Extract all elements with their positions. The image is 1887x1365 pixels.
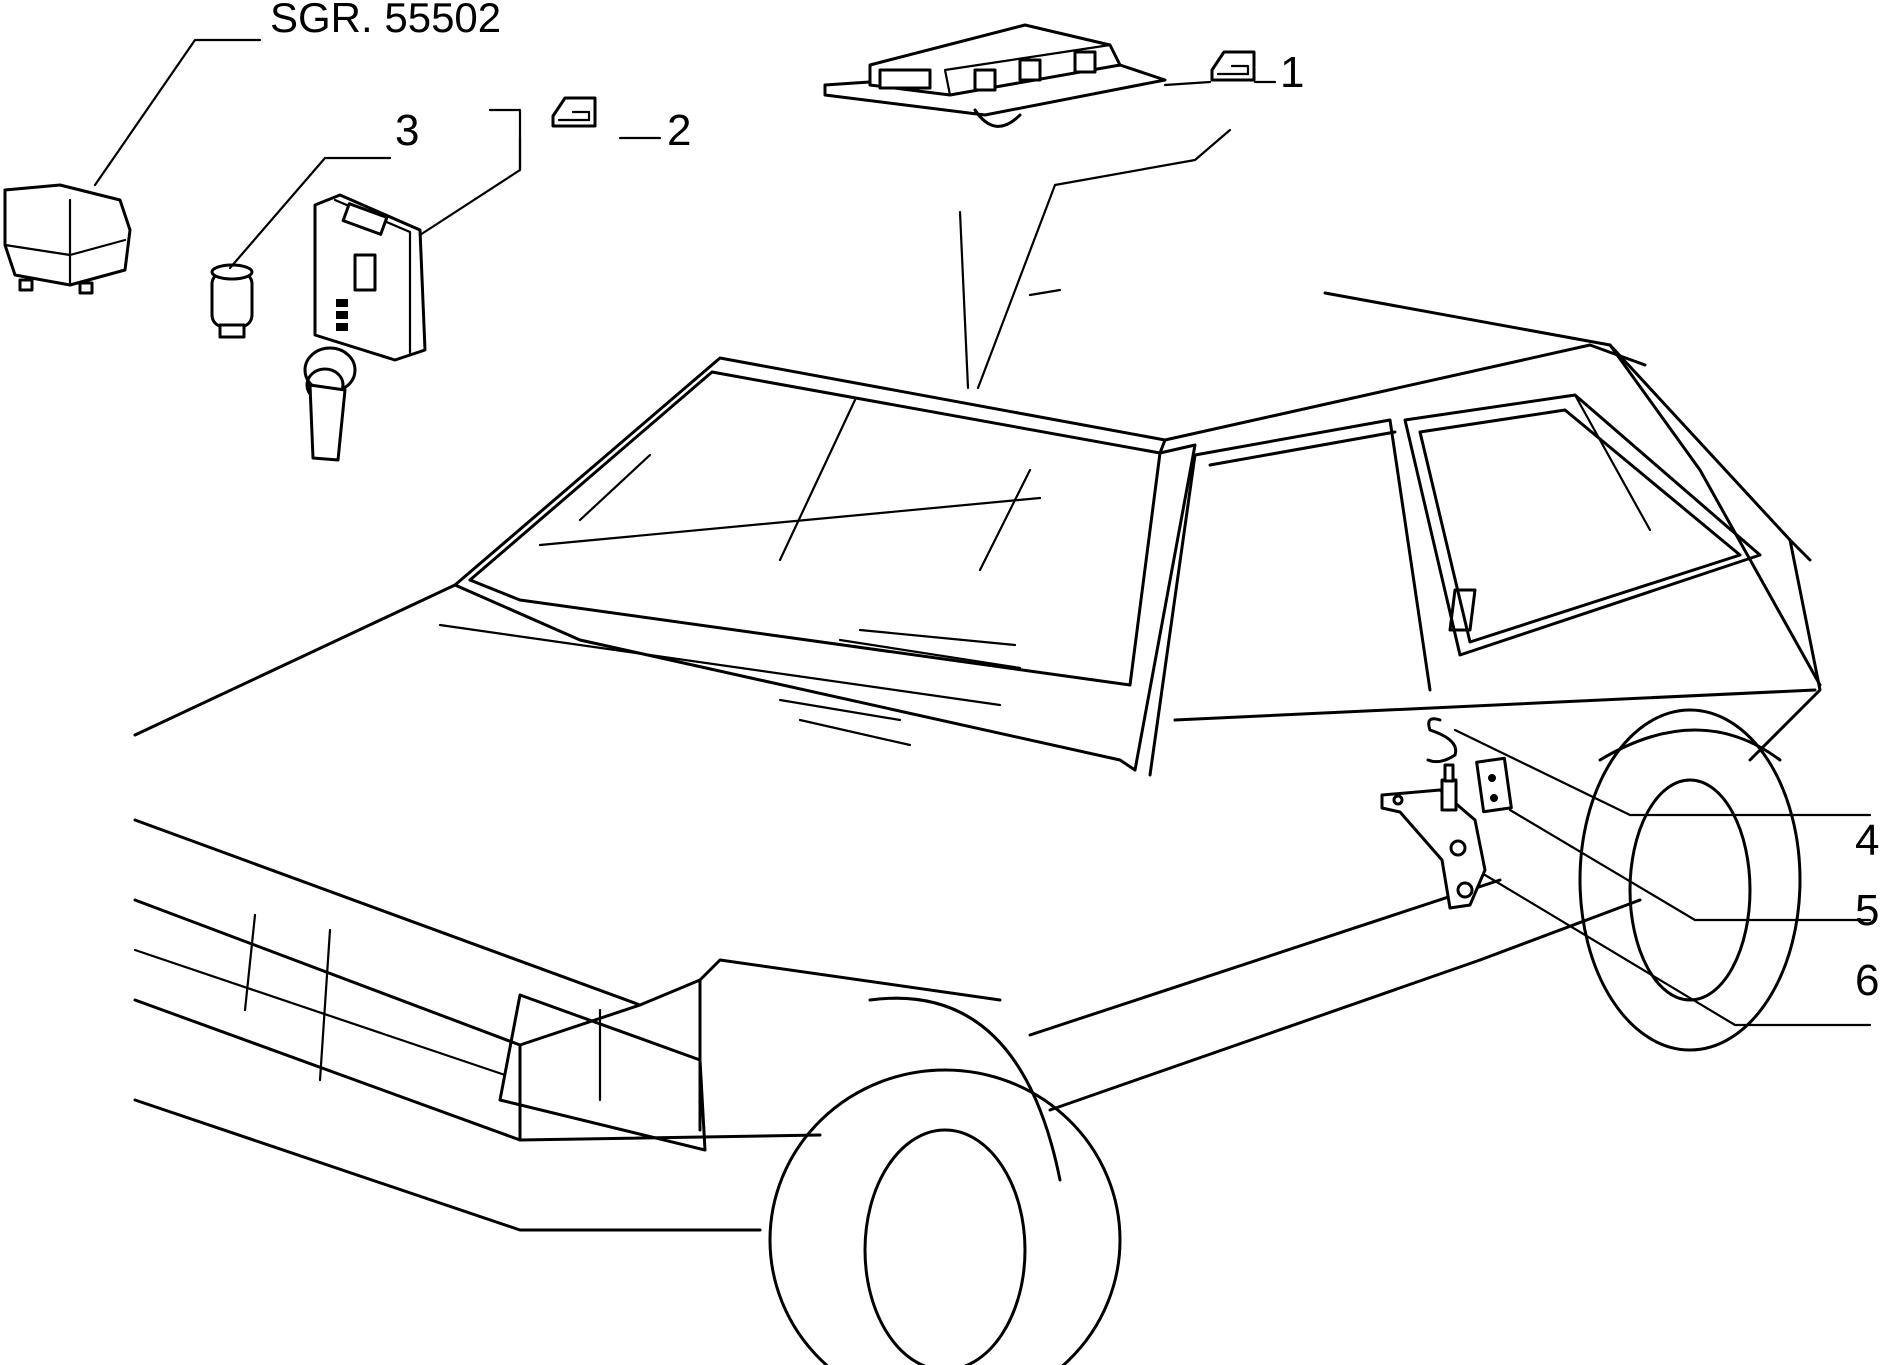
part-2-remote-key [303, 193, 427, 462]
part-5-plate [1475, 756, 1513, 814]
part-3-cylinder [210, 263, 254, 339]
callout-label-4: 4 [1855, 816, 1879, 865]
reference-relay [3, 183, 132, 295]
callout-label-1: 1 [1280, 48, 1304, 97]
callout-label-3: 3 [395, 106, 419, 155]
reference-code-label: SGR. 55502 [270, 0, 501, 41]
callout-label-6: 6 [1855, 956, 1879, 1005]
callout-label-2: 2 [667, 106, 691, 155]
leader-lines [93, 38, 1872, 1027]
component-symbol-icon [1210, 50, 1256, 82]
callout-label-5: 5 [1855, 886, 1879, 935]
part-4-hook [1426, 717, 1458, 764]
component-symbol-icon [551, 96, 597, 128]
part-6-bracket-switch [1380, 763, 1487, 910]
car-body [133, 291, 1822, 1365]
part-1-control-unit [823, 23, 1167, 128]
